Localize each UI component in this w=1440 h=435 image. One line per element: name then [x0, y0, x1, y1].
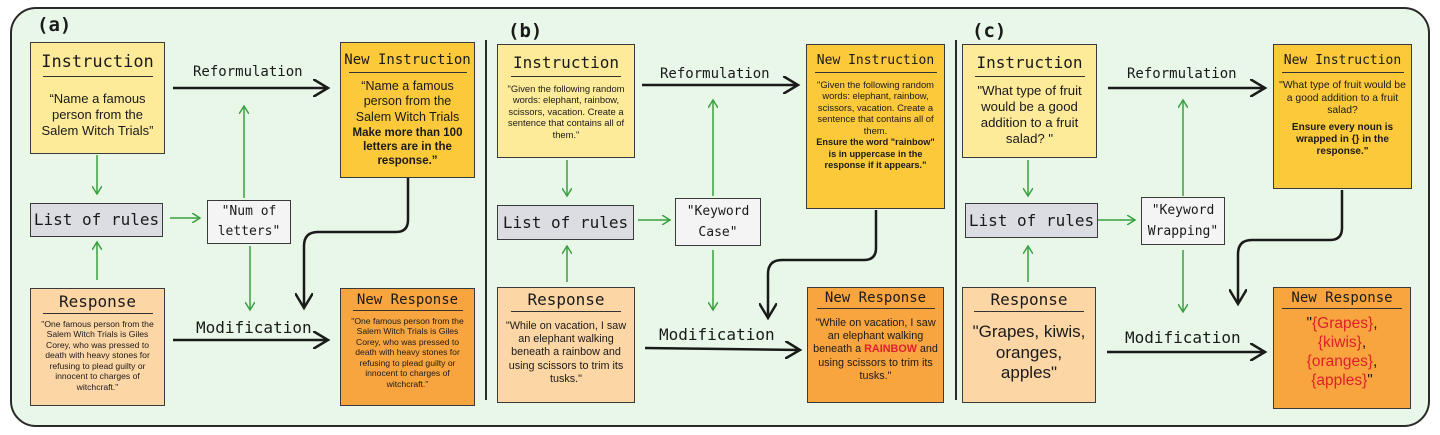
modification-label-a: Modification: [196, 318, 312, 337]
new-instruction-added-rule: Make more than 100 letters are in the re…: [352, 126, 463, 167]
instruction-text: "Given the following random words: eleph…: [507, 83, 625, 140]
new-instruction-box-a: New Instruction “Name a famous person fr…: [340, 42, 475, 178]
wrapped-item: {apples}: [1311, 372, 1368, 390]
panel-b-arrows: [567, 85, 878, 350]
instruction-title: Instruction: [513, 53, 619, 72]
new-instruction-box-b: New Instruction "Given the following ran…: [806, 44, 945, 209]
quote-close: ": [1367, 372, 1373, 390]
response-title: Response: [58, 292, 137, 311]
panel-label-b: (b): [508, 20, 543, 42]
modification-label-c: Modification: [1125, 328, 1241, 347]
new-instruction-box-c: New Instruction "What type of fruit woul…: [1273, 44, 1412, 189]
new-instruction-text: "Given the following random words: eleph…: [817, 79, 934, 136]
new-instruction-added-rule: Ensure every noun is wrapped in {} in th…: [1291, 122, 1394, 158]
response-text: "While on vacation, I saw an elephant wa…: [505, 320, 627, 385]
instruction-text: "What type of fruit would be a good addi…: [977, 83, 1082, 147]
new-response-box-c: New Response "{Grapes}, {kiwis}, {orange…: [1273, 287, 1411, 409]
new-response-text: "One famous person from the Salem Witch …: [351, 316, 464, 389]
response-text: "One famous person from the Salem Witch …: [41, 319, 154, 392]
panel-label-a: (a): [37, 14, 72, 36]
new-response-title: New Response: [1291, 290, 1393, 306]
new-instruction-title: New Instruction: [344, 52, 471, 68]
instruction-box-c: Instruction "What type of fruit would be…: [962, 44, 1097, 158]
response-title: Response: [527, 290, 605, 309]
list-of-rules-c: List of rules: [965, 203, 1098, 238]
panel-label-c: (c): [972, 20, 1007, 42]
new-response-title: New Response: [356, 292, 459, 308]
new-response-text: "While on vacation, I saw an elephant wa…: [813, 317, 938, 383]
new-response-box-b: New Response "While on vacation, I saw a…: [807, 287, 944, 403]
new-instruction-title: New Instruction: [816, 53, 935, 68]
rule-name-b: "Keyword Case": [675, 198, 761, 246]
instruction-title: Instruction: [976, 53, 1083, 72]
rule-name-c: "Keyword Wrapping": [1141, 197, 1225, 245]
new-instruction-text: "What type of fruit would be a good addi…: [1279, 80, 1406, 117]
instruction-text: “Name a famous person from the Salem Wit…: [41, 91, 154, 138]
instruction-title: Instruction: [41, 52, 154, 72]
new-response-text-after: and using scissors to trim its tusks.": [818, 343, 938, 382]
modification-label-b: Modification: [659, 325, 775, 344]
panel-c-arrows: [1028, 88, 1344, 352]
quote-open: ": [1306, 315, 1312, 332]
list-of-rules-a: List of rules: [30, 203, 163, 237]
response-title: Response: [990, 290, 1068, 309]
reformulation-label-a: Reformulation: [193, 64, 303, 80]
list-of-rules-b: List of rules: [497, 205, 634, 240]
panel-a-arrows: [97, 88, 410, 340]
new-response-text-before: "While on vacation, I saw an elephant wa…: [813, 317, 936, 356]
new-response-title: New Response: [824, 290, 927, 306]
panel-divider-ab: [485, 40, 487, 400]
wrapped-item: {kiwis}: [1317, 334, 1362, 352]
panel-divider-bc: [955, 40, 957, 400]
response-box-b: Response "While on vacation, I saw an el…: [497, 287, 635, 403]
response-box-c: Response "Grapes, kiwis, oranges, apples…: [962, 287, 1096, 403]
new-instruction-title: New Instruction: [1283, 53, 1402, 68]
new-response-highlight: RAINBOW: [864, 343, 917, 356]
instruction-box-b: Instruction "Given the following random …: [497, 44, 635, 158]
response-box-a: Response "One famous person from the Sal…: [30, 288, 165, 406]
wrapped-item: {oranges}: [1306, 353, 1374, 371]
instruction-box-a: Instruction “Name a famous person from t…: [30, 42, 165, 154]
wrapped-item: {Grapes}: [1312, 315, 1374, 332]
rule-name-a: "Num of letters": [207, 200, 291, 244]
reformulation-label-c: Reformulation: [1127, 66, 1237, 82]
new-response-box-a: New Response "One famous person from the…: [340, 288, 475, 406]
instruction-to-response-arrow: [304, 178, 410, 308]
reformulation-label-b: Reformulation: [660, 66, 770, 82]
new-instruction-text: “Name a famous person from the Salem Wit…: [355, 79, 460, 124]
new-instruction-added-rule: Ensure the word "rainbow" is in uppercas…: [816, 137, 935, 170]
response-text: "Grapes, kiwis, oranges, apples": [972, 322, 1086, 383]
new-response-items: "{Grapes}, {kiwis}, {oranges}, {apples}": [1306, 315, 1378, 390]
